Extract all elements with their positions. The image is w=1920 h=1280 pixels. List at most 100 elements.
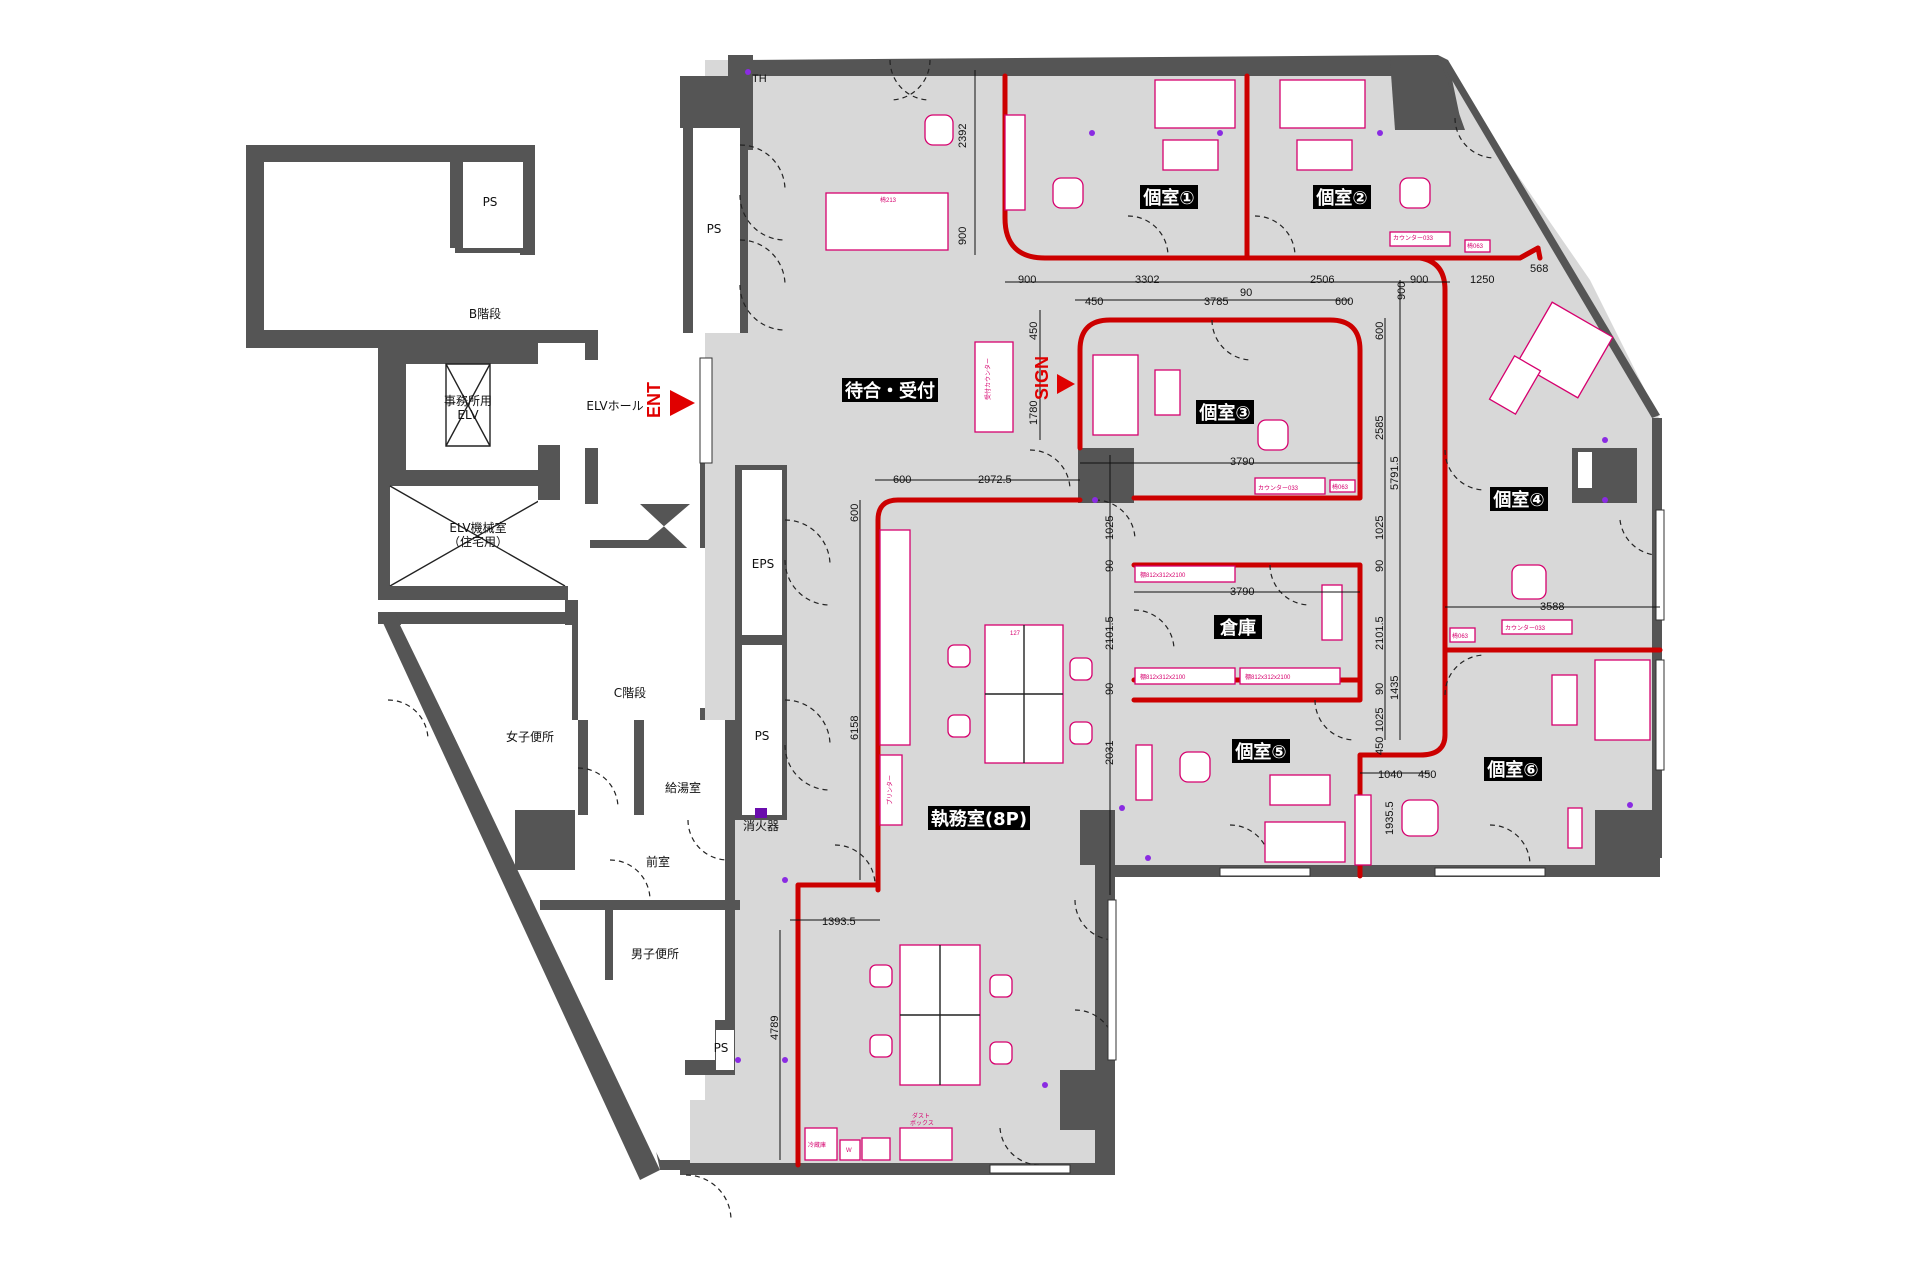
desk-127-label: 127	[1010, 631, 1021, 637]
dim-568: 568	[1530, 263, 1548, 275]
dim-900c: 900	[1410, 274, 1428, 286]
service-core	[246, 145, 720, 820]
windows	[699, 357, 1665, 1174]
dim-2585: 2585	[1374, 416, 1386, 440]
dim-1025a: 1025	[1104, 516, 1116, 540]
dim-6158: 6158	[849, 716, 861, 740]
dim-90e: 90	[1374, 683, 1386, 695]
dim-90b: 90	[1104, 560, 1116, 572]
dim-450b: 450	[1028, 322, 1040, 340]
toilet-wing	[400, 625, 740, 1160]
fridge-label: 冷蔵庫	[808, 1141, 826, 1149]
ps-label-small: PS	[714, 1041, 729, 1055]
counter-033a-label: カウンター033	[1393, 234, 1434, 242]
womens-toilet-label: 女子便所	[506, 729, 554, 744]
pantry-label: 給湯室	[665, 780, 701, 795]
office-elv-label-2: ELV	[457, 408, 479, 422]
sofa-label: 椅213	[880, 196, 897, 204]
dim-1250: 1250	[1470, 274, 1494, 286]
doors	[387, 59, 1656, 1221]
furniture: 椅213 受付カウンター カウンター033 椅063 カウンター033 椅063…	[804, 79, 1651, 1161]
dim-2101b: 2101.5	[1374, 616, 1386, 650]
dim-2392: 2392	[957, 124, 969, 148]
dim-900d: 900	[1396, 282, 1408, 300]
dim-1040: 1040	[1378, 769, 1402, 781]
counter-033b-label: カウンター033	[1258, 484, 1299, 492]
room-6-label: 個室⑥	[1486, 759, 1538, 781]
dimension-text: 2392 900 900 3302 90 2506 900 1250 568 9…	[769, 124, 1564, 1040]
room-5-label: 個室⑤	[1234, 741, 1286, 763]
room-labels: 個室① 個室② 個室③ 個室④ 個室⑤ 個室⑥ 待合・受付 執務室(8P) 倉庫	[842, 185, 1548, 830]
dim-600d: 600	[849, 504, 861, 522]
dim-1393: 1393.5	[822, 916, 856, 928]
dim-450a: 450	[1085, 296, 1103, 308]
dim-900a: 900	[957, 227, 969, 245]
dim-600b: 600	[1374, 322, 1386, 340]
service-labels: PS PS B階段 事務所用 ELV ELVホール ELV機械室 （住宅用） E…	[444, 73, 779, 1055]
dim-900b: 900	[1018, 274, 1036, 286]
dim-3790a: 3790	[1230, 456, 1254, 468]
dim-450d: 450	[1418, 769, 1436, 781]
elv-machine-label-1: ELV機械室	[449, 520, 506, 535]
dim-2506: 2506	[1310, 274, 1334, 286]
extinguisher-label: 消火器	[743, 819, 779, 833]
ps-label-mid: PS	[707, 222, 722, 236]
dimension-lines	[779, 70, 1660, 1160]
stair-b-label: B階段	[469, 306, 501, 321]
sign-label: SIGN	[1032, 356, 1052, 400]
dim-90c: 90	[1374, 560, 1386, 572]
room-2-label: 個室②	[1315, 187, 1367, 209]
dim-2972: 2972.5	[978, 474, 1012, 486]
shelf-c-label: 棚812x312x2100	[1245, 673, 1291, 681]
dim-5791: 5791.5	[1389, 456, 1401, 490]
dim-2031: 2031	[1104, 741, 1116, 765]
storage-label: 倉庫	[1219, 617, 1256, 639]
dust-label-1: ダスト	[912, 1112, 930, 1120]
stair-c-label: C階段	[614, 685, 646, 700]
dim-2101a: 2101.5	[1104, 616, 1116, 650]
room-4-label: 個室④	[1492, 489, 1544, 511]
dim-3302: 3302	[1135, 274, 1159, 286]
printer-label: プリンター	[886, 775, 894, 805]
dim-600a: 600	[1335, 296, 1353, 308]
dim-90d: 90	[1104, 683, 1116, 695]
w-label: W	[846, 1148, 852, 1154]
entrance-marker: ENT	[644, 382, 695, 418]
dim-4789: 4789	[769, 1016, 781, 1040]
room-3-label: 個室③	[1198, 402, 1250, 424]
entrance-arrow-icon	[670, 390, 695, 416]
dim-3785: 3785	[1204, 296, 1228, 308]
dim-1025b: 1025	[1374, 516, 1386, 540]
reception-label: 待合・受付	[845, 380, 935, 402]
sign-arrow-icon	[1057, 374, 1075, 394]
chair-063b-label: 椅063	[1332, 483, 1349, 491]
chair-063a-label: 椅063	[1467, 242, 1484, 250]
dim-3588: 3588	[1540, 601, 1564, 613]
counter-033c-label: カウンター033	[1505, 624, 1546, 632]
dim-1780: 1780	[1028, 401, 1040, 425]
outlets	[735, 69, 1633, 1088]
th-marker: TH	[752, 73, 767, 85]
dim-600c: 600	[893, 474, 911, 486]
shelf-a-label: 棚812x312x2100	[1140, 571, 1186, 579]
sign-marker: SIGN	[1032, 356, 1075, 400]
shelf-b-label: 棚812x312x2100	[1140, 673, 1186, 681]
chair-063c-label: 椅063	[1452, 632, 1469, 640]
room-1-label: 個室①	[1142, 187, 1194, 209]
counter-label: 受付カウンター	[984, 358, 992, 400]
elv-hall-label: ELVホール	[586, 399, 643, 413]
office-label: 執務室(8P)	[931, 808, 1027, 830]
ps-label-lower: PS	[755, 729, 770, 743]
dim-1935: 1935.5	[1384, 801, 1396, 835]
dim-3790b: 3790	[1230, 586, 1254, 598]
eps-label: EPS	[752, 557, 774, 571]
ps-label-top: PS	[483, 195, 498, 209]
dim-1435: 1435	[1389, 676, 1401, 700]
office-elv-label-1: 事務所用	[444, 394, 492, 408]
entrance-label: ENT	[644, 382, 664, 418]
anteroom-label: 前室	[646, 854, 670, 869]
dust-label-2: ボックス	[910, 1119, 934, 1127]
extinguisher-icon	[755, 808, 767, 818]
dim-90a: 90	[1240, 287, 1252, 299]
